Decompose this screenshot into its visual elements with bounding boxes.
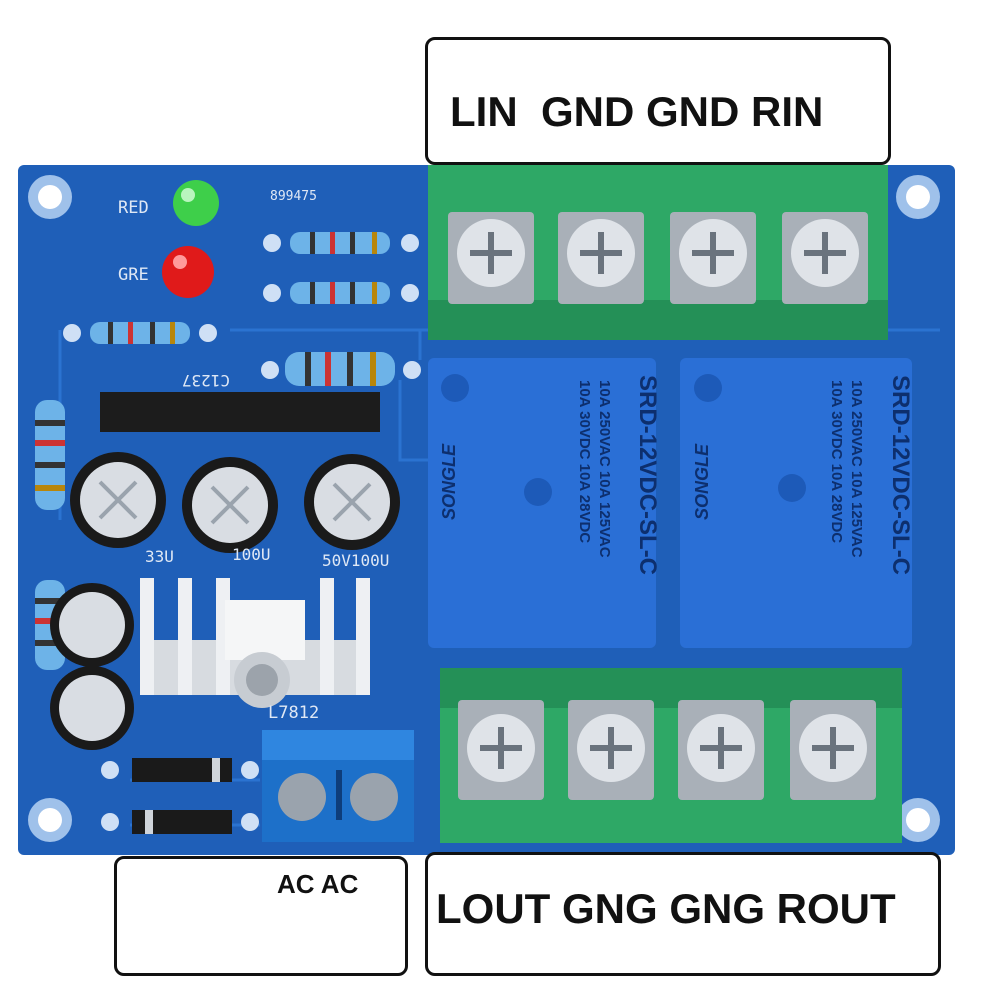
label-outputs-text: LOUT GNG GNG ROUT (436, 885, 896, 932)
capacitor (70, 452, 166, 548)
silk-red-label: RED (118, 198, 149, 218)
relay-left-line2: 10A 30VDC 10A 28VDC (576, 380, 593, 543)
capacitor (182, 457, 278, 553)
ac-input-terminal (262, 730, 414, 842)
mounting-hole (896, 798, 940, 842)
silk-ic-label: C1237 (182, 371, 230, 390)
relay-right-brand: SONGLE (692, 443, 712, 520)
relay-left-model: SRD-12VDC-SL-C (634, 375, 661, 575)
resistor (263, 232, 419, 254)
mounting-hole (28, 798, 72, 842)
terminal-screw-rout (790, 700, 876, 800)
capacitor (50, 666, 134, 750)
relay-right-model: SRD-12VDC-SL-C (887, 375, 914, 575)
terminal-screw-gng-1 (568, 700, 654, 800)
terminal-screw-gng-2 (678, 700, 764, 800)
mounting-hole (28, 175, 72, 219)
relay-left: SRD-12VDC-SL-C 10A 250VAC 10A 125VAC 10A… (428, 358, 661, 648)
relay-left-line1: 10A 250VAC 10A 125VAC (596, 380, 613, 558)
terminal-screw-lin (448, 212, 534, 304)
ic-chip (100, 392, 380, 432)
terminal-screw-gnd-2 (670, 212, 756, 304)
resistor (263, 282, 419, 304)
label-box-outputs: LOUT GNG GNG ROUT (425, 852, 941, 976)
label-box-ac: AC AC (114, 856, 408, 976)
diode (101, 810, 259, 834)
silk-cap-33u: 33U (145, 547, 174, 566)
label-ac-text: AC AC (277, 869, 359, 899)
silk-cap-100u: 100U (232, 545, 271, 564)
resistor (261, 352, 421, 386)
terminal-block-bottom (440, 668, 902, 843)
resistor (35, 400, 65, 510)
terminal-screw-gnd-1 (558, 212, 644, 304)
terminal-block-top (428, 165, 888, 340)
led-red (162, 246, 214, 298)
relay-left-brand: SONGLE (439, 443, 459, 520)
capacitor (50, 583, 134, 667)
silk-cap-50v100u: 50V100U (322, 551, 389, 570)
led-green (173, 180, 219, 226)
silk-regulator-label: L7812 (268, 703, 319, 723)
terminal-screw-rin (782, 212, 868, 304)
diode (101, 758, 259, 782)
relay-right-line2: 10A 30VDC 10A 28VDC (828, 380, 845, 543)
resistor (63, 322, 217, 344)
label-box-inputs: LIN GND GND RIN (425, 37, 891, 165)
label-inputs-text: LIN GND GND RIN (450, 88, 824, 135)
silk-green-label: GRE (118, 265, 149, 285)
silk-part-number: 899475 (270, 189, 317, 204)
relay-right-line1: 10A 250VAC 10A 125VAC (848, 380, 865, 558)
relay-right: SRD-12VDC-SL-C 10A 250VAC 10A 125VAC 10A… (680, 358, 914, 648)
mounting-hole (896, 175, 940, 219)
heatsink (140, 578, 370, 708)
capacitor (304, 454, 400, 550)
terminal-screw-lout (458, 700, 544, 800)
